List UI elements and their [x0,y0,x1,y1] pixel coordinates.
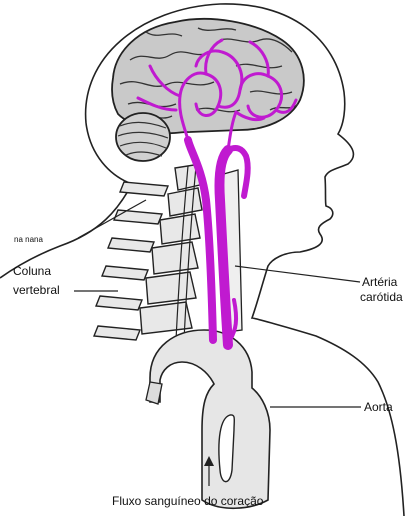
artery-label-line2: carótida [360,291,403,304]
aortic-arch-outer [150,330,270,508]
small-label: na nana [14,235,43,244]
spine-label-line2: vertebral [13,284,60,297]
spine-label-line1: Coluna [13,265,51,278]
artery-label-line1: Artéria [362,276,397,289]
flow-label: Fluxo sanguíneo do coração [112,495,263,508]
aorta-label: Aorta [364,401,393,414]
vertebral-column [94,164,204,340]
aorta-inner-loop [219,415,234,482]
cerebellum [116,113,170,161]
back-neck-outline [0,123,132,278]
